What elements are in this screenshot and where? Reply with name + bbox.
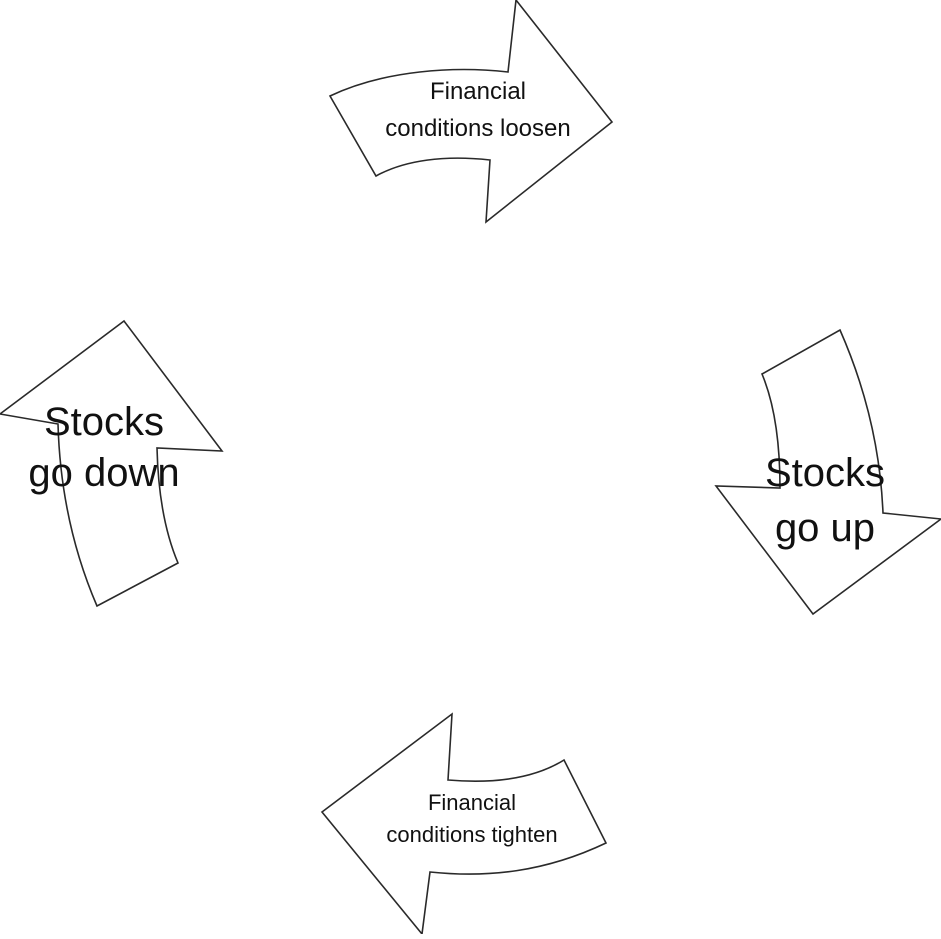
arrow-stocks-down-label-line2: go down — [28, 451, 179, 495]
arrow-stocks-go-down: Stocks go down — [0, 319, 224, 608]
arrow-tighten-shape — [320, 712, 608, 936]
arrow-stocks-up-label-line1: Stocks — [765, 451, 885, 495]
arrow-loosen-label-line2: conditions loosen — [385, 115, 570, 142]
arrow-stocks-down-label-line1: Stocks — [44, 400, 164, 444]
arrow-financial-conditions-loosen: Financial conditions loosen — [328, 0, 614, 224]
arrow-loosen-shape — [328, 0, 614, 224]
arrow-stocks-up-label-line2: go up — [775, 506, 875, 550]
arrow-financial-conditions-tighten: Financial conditions tighten — [320, 712, 608, 936]
arrow-loosen-label-line1: Financial — [430, 78, 526, 105]
arrow-stocks-down-shape — [0, 319, 224, 608]
arrow-stocks-up-shape — [714, 328, 941, 616]
arrow-tighten-label-line1: Financial — [428, 790, 516, 815]
arrow-stocks-go-up: Stocks go up — [714, 328, 941, 616]
arrow-tighten-label-line2: conditions tighten — [386, 822, 557, 847]
